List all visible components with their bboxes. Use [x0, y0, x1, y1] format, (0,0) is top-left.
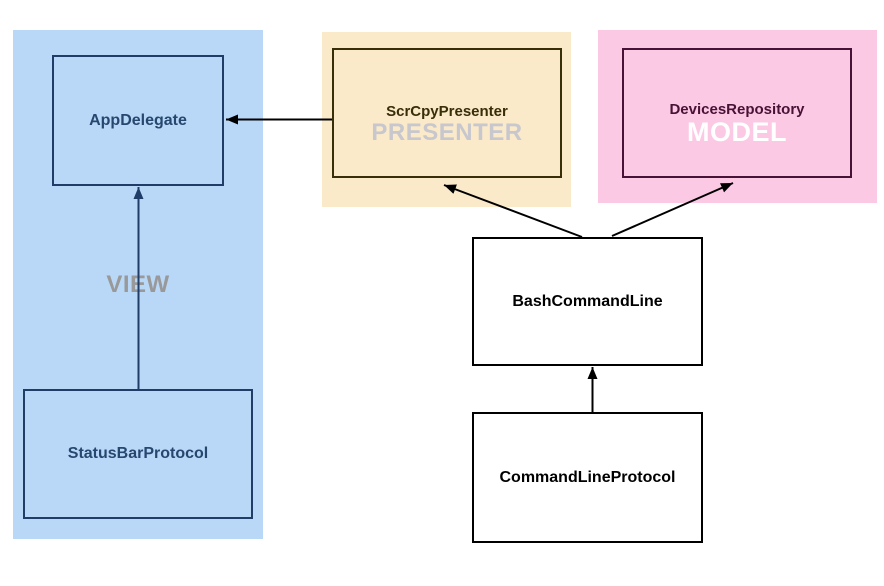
model-region-watermark: MODEL [687, 117, 787, 148]
node-scrcpy-presenter-label: ScrCpyPresenter [386, 102, 508, 120]
model-region [598, 30, 877, 203]
node-app-delegate: AppDelegate [52, 55, 224, 186]
node-app-delegate-label: AppDelegate [89, 111, 187, 129]
node-status-bar-protocol: StatusBarProtocol [23, 389, 253, 519]
presenter-region-watermark: PRESENTER [371, 119, 523, 147]
node-bash-command-line: BashCommandLine [472, 237, 703, 366]
node-command-line-protocol: CommandLineProtocol [472, 412, 703, 543]
node-devices-repository-label: DevicesRepository [669, 100, 805, 118]
node-bash-command-line-label: BashCommandLine [512, 292, 663, 310]
node-command-line-protocol-label: CommandLineProtocol [499, 468, 676, 486]
view-region-watermark: VIEW [106, 271, 170, 298]
node-devices-repository: DevicesRepository MODEL [622, 48, 852, 178]
node-status-bar-protocol-label: StatusBarProtocol [67, 445, 209, 462]
node-scrcpy-presenter: ScrCpyPresenter PRESENTER [332, 48, 562, 178]
